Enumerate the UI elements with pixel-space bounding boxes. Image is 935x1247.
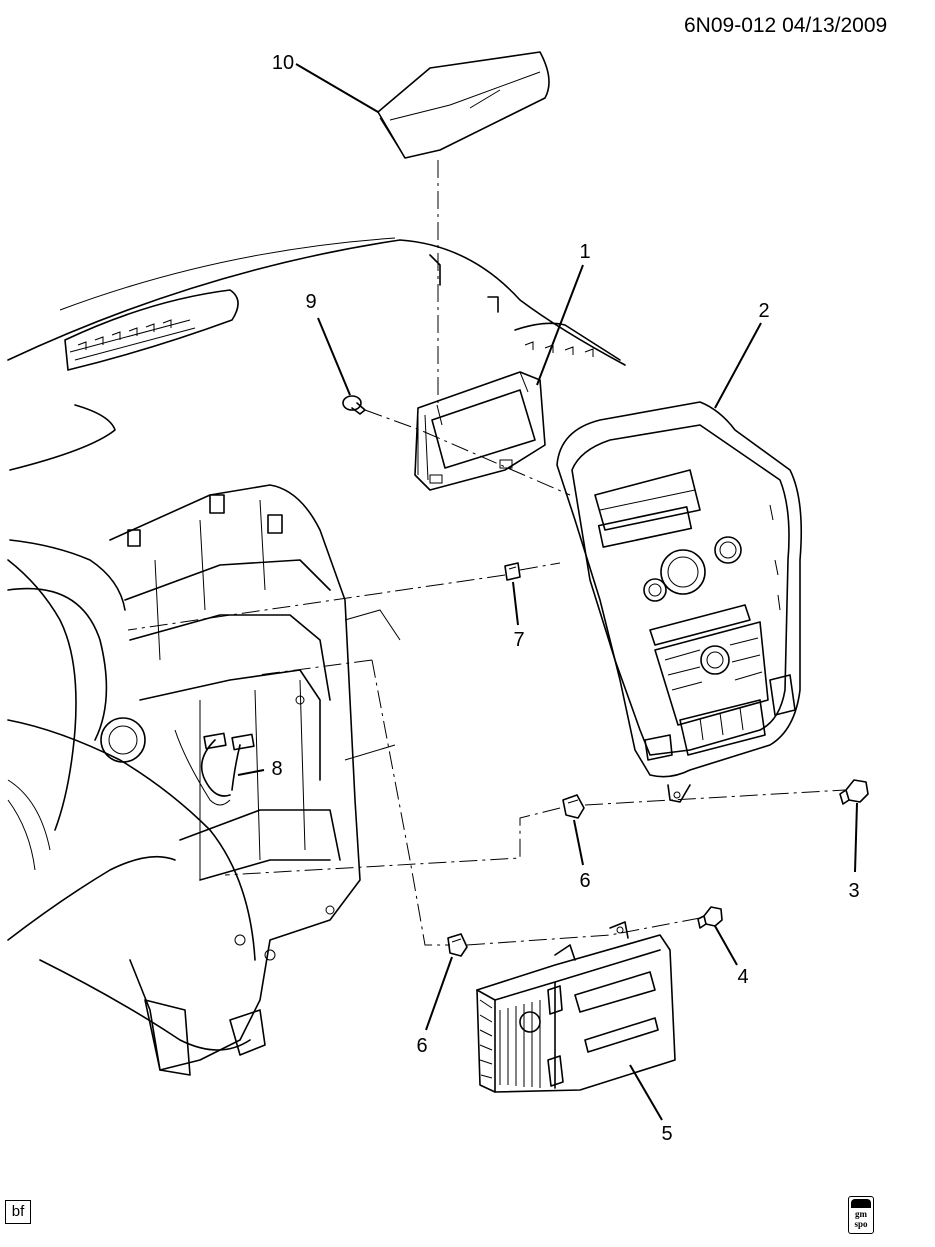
callout-4: 4 <box>737 966 749 988</box>
assembly-lines <box>127 160 846 946</box>
corner-tag: bf <box>5 1200 31 1224</box>
callout-8: 8 <box>271 758 283 780</box>
callout-6-lower: 6 <box>416 1035 428 1057</box>
center-bracket <box>109 484 401 1076</box>
reference-code: 6N09-012 04/13/2009 <box>684 14 888 37</box>
radio-receiver <box>476 921 676 1093</box>
callout-10: 10 <box>271 52 295 74</box>
display-cover <box>377 51 550 159</box>
callout-9: 9 <box>305 291 317 313</box>
logo-line-gm: gm <box>855 1209 867 1219</box>
callout-2: 2 <box>758 300 770 322</box>
callout-3: 3 <box>848 880 860 902</box>
logo-line-spo: spo <box>854 1219 868 1229</box>
screw-9-icon <box>342 395 366 415</box>
wiring-harness <box>174 729 255 806</box>
display-module <box>414 371 546 491</box>
clip-6-upper-icon <box>562 794 585 819</box>
callout-5: 5 <box>661 1123 673 1145</box>
leader-lines <box>237 63 858 1121</box>
callout-1: 1 <box>579 241 591 263</box>
bolt-4-icon <box>697 906 723 929</box>
callout-6-upper: 6 <box>579 870 591 892</box>
clip-6-lower-icon <box>447 933 468 957</box>
bolt-3-icon <box>839 779 869 805</box>
steering-area <box>7 559 256 1051</box>
gm-spo-logo-icon: gm spo <box>848 1196 874 1234</box>
control-bezel <box>556 401 802 803</box>
callout-7: 7 <box>513 629 525 651</box>
clip-7-icon <box>504 562 521 581</box>
